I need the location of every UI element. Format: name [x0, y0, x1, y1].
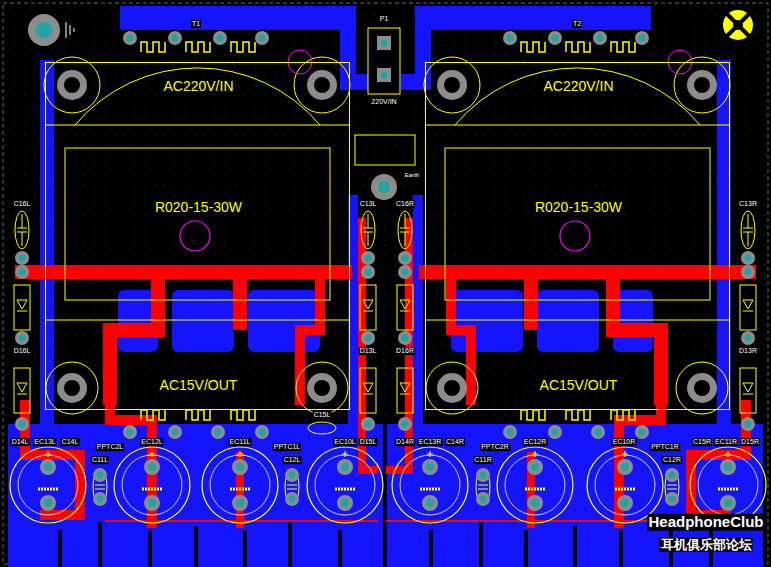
part-label: D16L: [13, 347, 32, 355]
ec-cap: [307, 447, 383, 523]
part-label: C16L: [13, 200, 32, 208]
part-label: D14L: [11, 438, 30, 446]
transformer-t2-art: [424, 31, 730, 439]
fuse-outline: [355, 135, 415, 165]
fiducial-mark: [723, 10, 753, 40]
earth-terminal: [371, 174, 397, 200]
transformer-text: AC15V/OUT: [160, 378, 238, 393]
ec-cap: [202, 447, 278, 523]
film-cap: [476, 468, 490, 506]
part-label: PPTC2R: [480, 443, 510, 451]
part-label: D13R: [738, 347, 758, 355]
part-label: T2: [572, 20, 582, 28]
part-label: EC11L: [229, 438, 252, 446]
part-label: C16R: [395, 200, 415, 208]
film-cap: [93, 468, 107, 506]
part-label: P1: [379, 15, 390, 23]
center-left-column: [360, 211, 376, 431]
watermark: HeadphoneClub: [648, 514, 765, 531]
part-label: T1: [191, 20, 201, 28]
part-label: C15L: [313, 411, 332, 419]
part-label: C13L: [359, 200, 378, 208]
transformer-text: AC15V/OUT: [540, 378, 618, 393]
part-label: PPTC1R: [650, 443, 680, 451]
right-column: [740, 211, 756, 431]
part-label: PPTC1L: [273, 443, 301, 451]
part-label: D15L: [359, 438, 378, 446]
ec-cap: [587, 447, 663, 523]
part-label: EC10L: [333, 438, 356, 446]
mount-hole: [28, 14, 74, 46]
watermark: 耳机俱乐部论坛: [660, 538, 753, 552]
transformer-text: R020-15-30W: [535, 200, 622, 215]
transformer-outline: AC220V/IN R020-15-30W AC15V/OUT: [45, 62, 350, 410]
part-label: C12L: [283, 456, 302, 464]
p1-connector: [368, 28, 400, 94]
transformer-t1-art: [44, 31, 350, 439]
film-cap: [285, 468, 299, 506]
part-label: C12R: [662, 456, 682, 464]
part-label: EC13L: [33, 438, 56, 446]
part-label: PPTC2L: [96, 443, 124, 451]
part-label: EC12R: [523, 438, 548, 446]
transformer-text: R020-15-30W: [155, 200, 242, 215]
part-label: EC10R: [612, 438, 637, 446]
part-label: C11L: [91, 456, 109, 464]
c15l-outline: [308, 422, 336, 434]
ec-cap: [392, 447, 468, 523]
transformer-text: AC220V/IN: [543, 79, 613, 94]
transformer-outline: AC220V/IN R020-15-30W AC15V/OUT: [425, 62, 730, 410]
copper-right: [378, 6, 763, 567]
part-label: D13L: [359, 347, 378, 355]
part-label: C15R: [692, 438, 712, 446]
part-label: EC13R: [418, 438, 443, 446]
part-label: C11R: [473, 456, 492, 464]
film-cap: [665, 468, 679, 506]
ec-cap: [10, 447, 86, 523]
ec-cap: [114, 447, 190, 523]
part-label: C14R: [445, 438, 465, 446]
copper-left: [8, 6, 393, 567]
part-label: 220V/IN: [370, 98, 397, 106]
transformer-text: AC220V/IN: [163, 79, 233, 94]
part-label: D14R: [395, 438, 415, 446]
left-column: [14, 211, 30, 431]
part-label: Earth: [404, 172, 420, 179]
part-label: C14L: [61, 438, 80, 446]
part-label: D15R: [740, 438, 760, 446]
ec-cap: [497, 447, 573, 523]
center-right-column: [397, 211, 413, 431]
part-label: EC12L: [140, 438, 163, 446]
part-label: D16R: [395, 347, 415, 355]
part-label: C13R: [738, 200, 758, 208]
ec-cap: [690, 447, 766, 523]
part-label: EC11R: [714, 438, 738, 446]
